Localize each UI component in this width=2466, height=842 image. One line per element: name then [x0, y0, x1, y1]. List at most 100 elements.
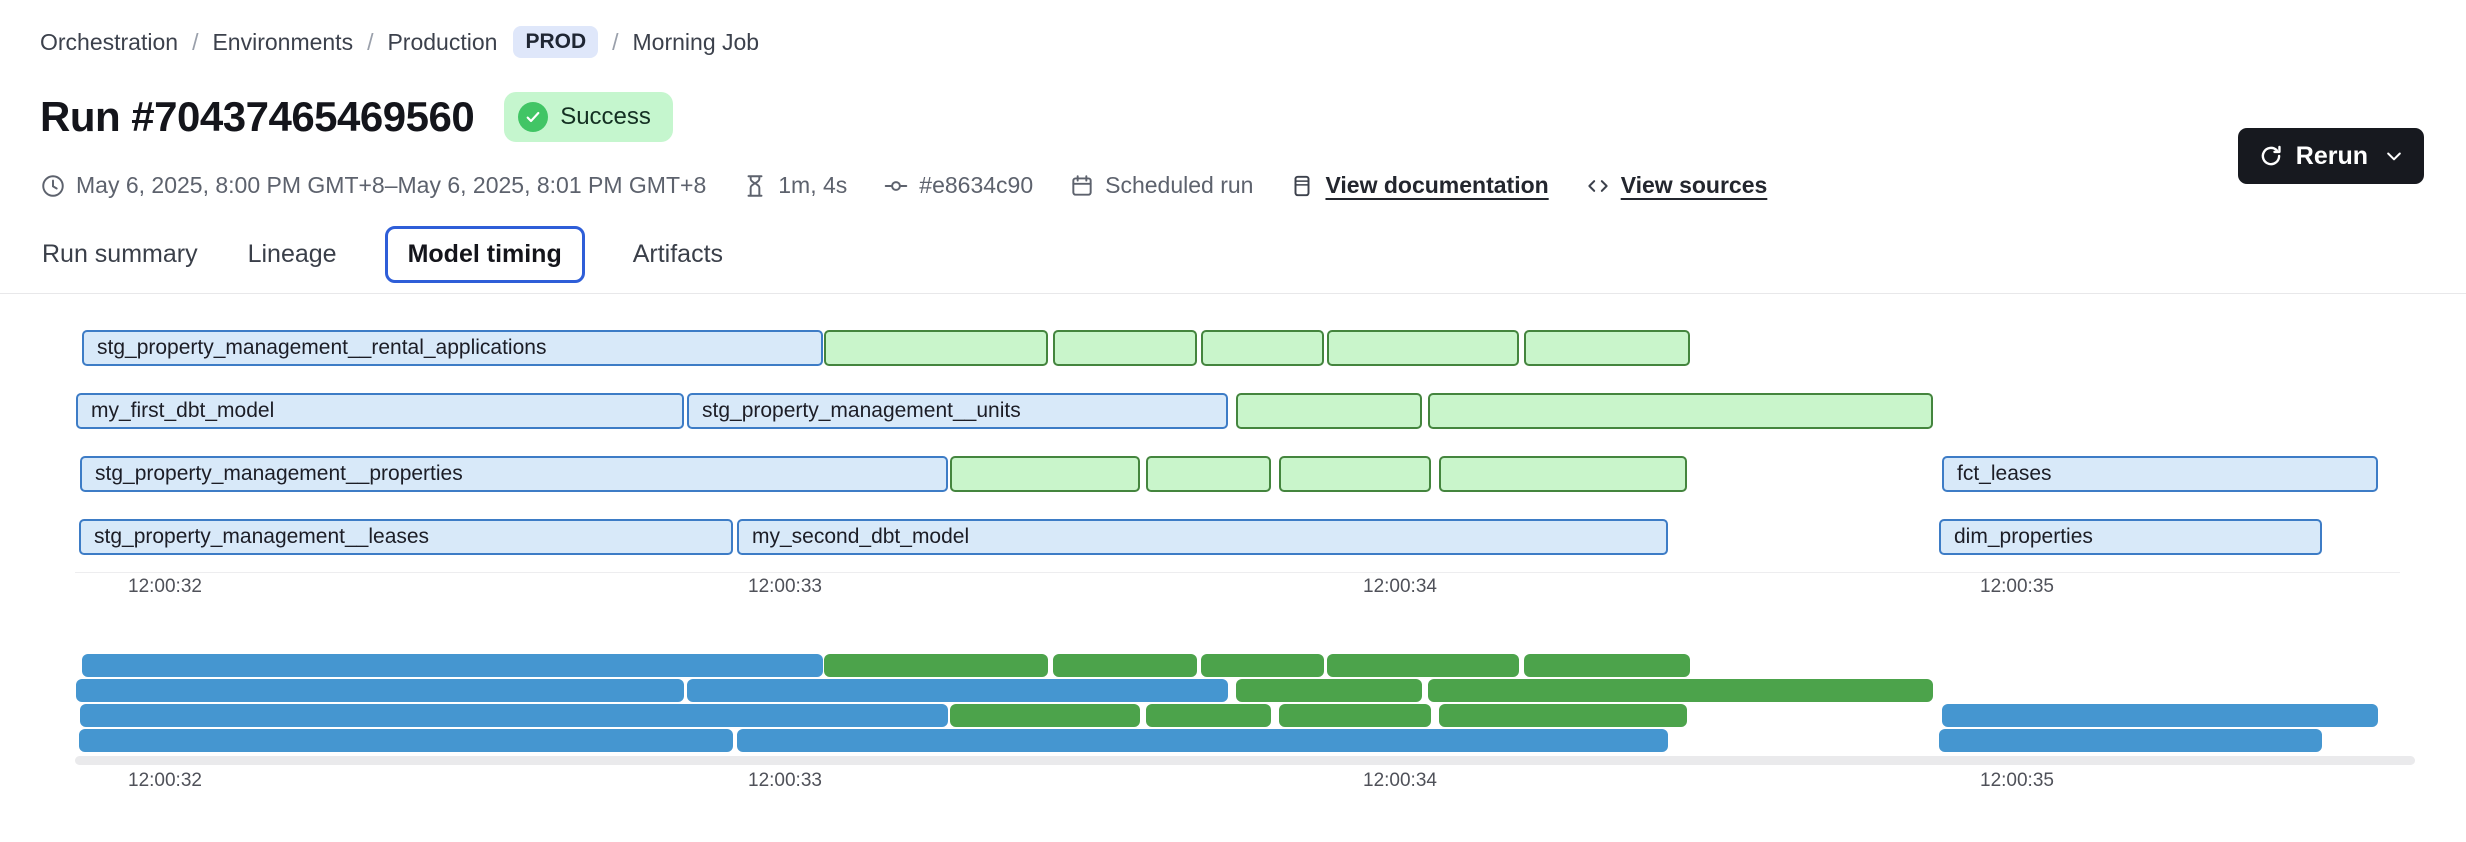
time-axis: 12:00:32 12:00:33 12:00:34 12:00:35	[0, 576, 2466, 600]
tab-lineage[interactable]: Lineage	[247, 240, 337, 268]
tab-bar: Run summary Lineage Model timing Artifac…	[40, 226, 725, 283]
view-documentation-link-wrap: View documentation	[1289, 172, 1549, 199]
time-tick-label: 12:00:34	[1363, 770, 1437, 791]
gantt-bar[interactable]: stg_property_management__units	[687, 393, 1228, 429]
run-time-range: May 6, 2025, 8:00 PM GMT+8–May 6, 2025, …	[40, 172, 706, 199]
duration-text: 1m, 4s	[778, 172, 848, 198]
gantt-bar[interactable]	[1146, 456, 1271, 492]
breadcrumb-morning-job[interactable]: Morning Job	[632, 28, 760, 55]
minimap-bar	[1053, 654, 1197, 677]
minimap-bar	[1439, 704, 1687, 727]
gantt-bar-label: stg_property_management__leases	[94, 525, 430, 548]
tab-run-summary[interactable]: Run summary	[42, 240, 198, 268]
chevron-down-icon	[2387, 152, 2401, 161]
code-icon	[1588, 179, 1608, 192]
gantt-bar[interactable]: fct_leases	[1942, 456, 2378, 492]
gantt-bar-label: dim_properties	[1954, 525, 2093, 548]
page-title: Run #70437465469560	[40, 93, 475, 140]
commit-sha-text: #e8634c90	[919, 172, 1034, 198]
gantt-bar[interactable]	[1279, 456, 1431, 492]
commit-icon	[885, 180, 908, 191]
gantt-bar[interactable]	[1428, 393, 1933, 429]
minimap-bar	[1939, 729, 2322, 752]
time-tick-label: 12:00:34	[1363, 576, 1437, 597]
minimap-bar	[80, 704, 948, 727]
status-label: Success	[560, 103, 651, 130]
gantt-bar-label: fct_leases	[1957, 462, 2052, 485]
minimap-bar	[950, 704, 1140, 727]
run-commit: #e8634c90	[883, 172, 1033, 199]
gantt-bar[interactable]	[950, 456, 1140, 492]
refresh-icon	[2261, 145, 2281, 166]
minimap-bar	[737, 729, 1668, 752]
minimap-bar	[79, 729, 733, 752]
calendar-icon	[1072, 174, 1092, 196]
time-range-text: May 6, 2025, 8:00 PM GMT+8–May 6, 2025, …	[76, 172, 707, 198]
minimap-bar	[687, 679, 1228, 702]
gantt-bar[interactable]: my_second_dbt_model	[737, 519, 1668, 555]
tabs-divider	[0, 293, 2466, 294]
gantt-bar[interactable]	[824, 330, 1048, 366]
breadcrumb-separator: /	[192, 28, 199, 55]
breadcrumb-orchestration[interactable]: Orchestration	[40, 28, 179, 55]
minimap-bar	[1146, 704, 1271, 727]
time-tick-label: 12:00:33	[748, 576, 822, 597]
run-duration: 1m, 4s	[742, 172, 847, 199]
gantt-baseline	[75, 572, 2400, 573]
minimap-time-axis: 12:00:32 12:00:33 12:00:34 12:00:35	[0, 770, 2466, 794]
breadcrumb-separator: /	[612, 28, 619, 55]
gantt-bar-label: stg_property_management__properties	[95, 462, 463, 485]
tab-model-timing[interactable]: Model timing	[384, 226, 585, 283]
minimap-bar	[1942, 704, 2378, 727]
time-tick-label: 12:00:32	[128, 770, 202, 791]
breadcrumb-separator: /	[367, 28, 374, 55]
time-tick-label: 12:00:32	[128, 576, 202, 597]
gantt-bar[interactable]	[1053, 330, 1197, 366]
gantt-bar[interactable]	[1439, 456, 1687, 492]
clock-icon	[42, 174, 64, 197]
model-timing-chart: stg_property_management__rental_applicat…	[0, 300, 2466, 820]
minimap-bar	[1524, 654, 1690, 677]
gantt-bar[interactable]: my_first_dbt_model	[76, 393, 684, 429]
view-sources-link-wrap: View sources	[1585, 172, 1768, 199]
minimap-bar	[824, 654, 1048, 677]
minimap-bar	[1201, 654, 1324, 677]
view-sources-link[interactable]: View sources	[1620, 172, 1768, 198]
time-tick-label: 12:00:35	[1980, 770, 2054, 791]
minimap-bar	[1279, 704, 1431, 727]
gantt-bar[interactable]	[1327, 330, 1519, 366]
check-icon	[518, 102, 549, 132]
gantt-bar-label: my_first_dbt_model	[91, 399, 275, 422]
minimap-bar	[1428, 679, 1933, 702]
gantt-bar[interactable]: dim_properties	[1939, 519, 2322, 555]
breadcrumb: Orchestration / Environments / Productio…	[40, 26, 759, 58]
run-trigger: Scheduled run	[1069, 172, 1253, 199]
time-tick-label: 12:00:35	[1980, 576, 2054, 597]
gantt-bar[interactable]: stg_property_management__leases	[79, 519, 733, 555]
trigger-text: Scheduled run	[1105, 172, 1254, 198]
view-documentation-link[interactable]: View documentation	[1325, 172, 1549, 198]
gantt-bar[interactable]	[1201, 330, 1324, 366]
minimap-bar	[76, 679, 684, 702]
rerun-label: Rerun	[2295, 141, 2368, 170]
gantt-bar-label: stg_property_management__units	[702, 399, 1021, 422]
gantt-bar[interactable]: stg_property_management__rental_applicat…	[82, 330, 823, 366]
environment-badge: PROD	[513, 26, 599, 58]
minimap-bar	[1236, 679, 1422, 702]
time-tick-label: 12:00:33	[748, 770, 822, 791]
rerun-button[interactable]: Rerun	[2237, 128, 2424, 184]
breadcrumb-environments[interactable]: Environments	[212, 28, 354, 55]
run-meta: May 6, 2025, 8:00 PM GMT+8–May 6, 2025, …	[40, 172, 1767, 199]
gantt-bar-label: stg_property_management__rental_applicat…	[97, 336, 547, 359]
gantt-bar[interactable]: stg_property_management__properties	[80, 456, 948, 492]
minimap-track[interactable]	[75, 756, 2415, 765]
gantt-bar-label: my_second_dbt_model	[752, 525, 970, 548]
breadcrumb-production[interactable]: Production	[387, 28, 498, 55]
gantt-bar[interactable]	[1236, 393, 1422, 429]
minimap-bar	[1327, 654, 1519, 677]
gantt-bar[interactable]	[1524, 330, 1690, 366]
status-badge: Success	[504, 92, 673, 142]
tab-artifacts[interactable]: Artifacts	[632, 240, 724, 268]
hourglass-icon	[747, 174, 763, 197]
